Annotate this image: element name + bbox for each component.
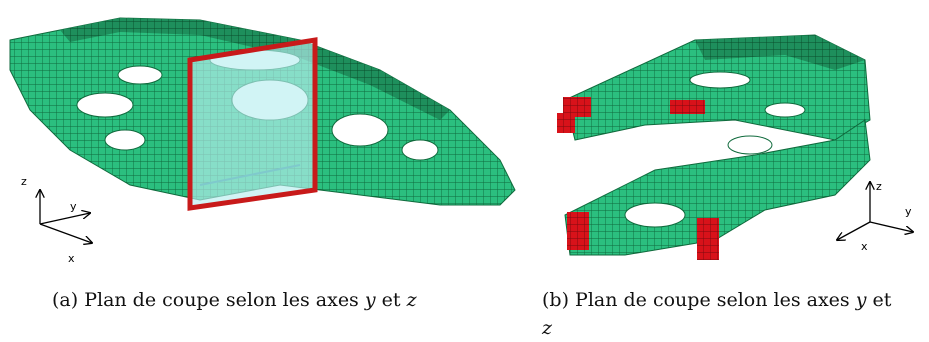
cut-plane <box>187 37 318 211</box>
caption-var-y: y <box>855 289 867 311</box>
axis-label-x: x <box>68 252 75 265</box>
caption-var-y: y <box>364 289 376 311</box>
voxel-mesh-render-a: z y x <box>9 17 516 265</box>
voxel-mesh-render-b: z y x <box>557 34 929 260</box>
figure-panel-a: z y x <box>0 0 525 275</box>
axis-label-y: y <box>905 205 912 218</box>
caption-text: Plan de coupe selon les axes <box>84 289 365 311</box>
caption-conj: et <box>866 289 892 311</box>
axes-triad-b <box>837 182 913 240</box>
axis-label-z: z <box>21 175 27 188</box>
axes-triad-a <box>40 190 92 243</box>
mesh-openings <box>624 71 806 228</box>
axis-label-y: y <box>70 200 77 213</box>
caption-var-z: z <box>542 317 553 339</box>
caption-tag: (b) <box>542 289 569 311</box>
caption-tag: (a) <box>52 289 79 311</box>
caption-b: (b) Plan de coupe selon les axes y et z <box>542 286 927 342</box>
caption-var-z: z <box>406 289 417 311</box>
voxel-shaded-face <box>695 35 865 70</box>
axis-label-x: x <box>861 240 868 253</box>
highlighted-cells <box>557 97 719 260</box>
caption-text: Plan de coupe selon les axes <box>575 289 856 311</box>
voxel-top-rail <box>60 18 450 120</box>
caption-a: (a) Plan de coupe selon les axes y et z <box>52 286 522 314</box>
axis-label-z: z <box>876 180 882 193</box>
caption-conj: et <box>375 289 407 311</box>
figure-panel-b: z y x <box>535 0 929 275</box>
